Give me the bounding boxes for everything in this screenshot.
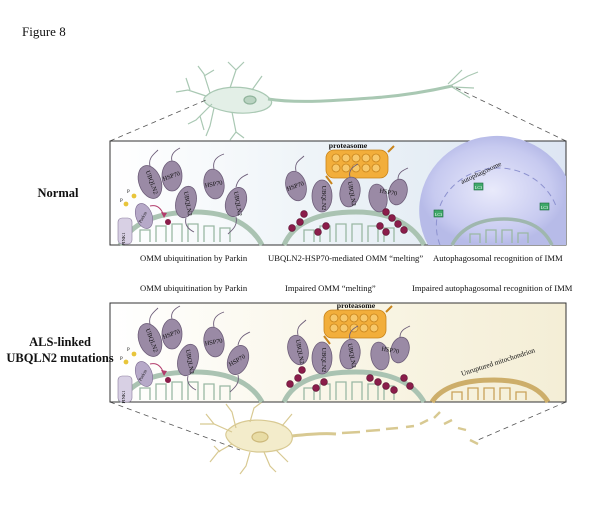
normal-panel: proteasome autophagosome UBQLN2 HSP70 UB… [109, 135, 567, 247]
proteasome [323, 305, 393, 345]
ubqln2-label: UBQLN2 [232, 191, 243, 217]
ubqln2-label: UBQLN2 [184, 349, 195, 375]
hsp70-label: HSP70 [379, 188, 398, 198]
mitochondrion-cristae [139, 223, 529, 243]
normal-neuron [175, 61, 479, 141]
ubiquitin-chains [288, 208, 408, 236]
ubqln2-label: UBQLN2 [320, 348, 327, 373]
zoom-lines [109, 85, 567, 451]
hsp70-label: HSP70 [204, 338, 223, 348]
autophagosome [419, 135, 566, 246]
caption-normal-2: UBQLN2-HSP70-mediated OMM “melting” [268, 253, 424, 263]
als-panel: proteasome Unruptured mitochondrion UBQL… [109, 301, 567, 404]
als-neuron [200, 401, 479, 475]
ubqln2-label: UBQLN2 [346, 343, 357, 369]
ubqln2-hsp70-complexes [137, 318, 410, 377]
proteasome-label: proteasome [329, 141, 368, 150]
phospho-label: P [120, 357, 123, 362]
ubqln2-label: UBQLN2 [182, 191, 193, 217]
figure-title: Figure 8 [22, 24, 66, 39]
pink1-parkin [117, 193, 171, 245]
lc3-label: LC3 [475, 185, 482, 190]
hsp70-label: HSP70 [381, 346, 400, 356]
parkin-label: Parkin [138, 210, 149, 223]
row-label-als-line1: ALS-linked [29, 335, 91, 349]
lc3-tags [433, 182, 550, 218]
phospho-label: P [120, 199, 123, 204]
proteasome-label: proteasome [337, 301, 376, 310]
row-label-als: ALS-linked UBQLN2 mutations [4, 334, 116, 366]
ubqln2-label: UBQLN2 [294, 339, 305, 365]
caption-normal-1: OMM ubiquitination by Parkin [140, 253, 248, 263]
caption-als-2: Impaired OMM “melting” [285, 283, 376, 293]
pink1-label: PINK1 [121, 232, 126, 246]
protein-tails [149, 147, 409, 235]
proteasome [325, 145, 395, 185]
caption-normal-3: Autophagosomal recognition of IMM [433, 253, 563, 263]
lc3-label: LC3 [435, 212, 442, 217]
ubqln2-label: UBQLN2 [320, 186, 327, 211]
mitochondrion-cristae [139, 381, 527, 400]
protein-tails [149, 305, 411, 393]
ubiquitin-chains [286, 366, 414, 394]
phospho-label: P [127, 348, 130, 353]
phospho-label: P [127, 190, 130, 195]
ubqln2-label: UBQLN2 [346, 181, 357, 207]
caption-als-1: OMM ubiquitination by Parkin [140, 283, 248, 293]
row-label-normal: Normal [37, 186, 79, 200]
caption-als-3: Impaired autophagosomal recognition of I… [412, 283, 573, 293]
ubqln2-hsp70-complexes [137, 160, 408, 219]
hsp70-label: HSP70 [204, 180, 223, 190]
parkin-label: Parkin [138, 368, 149, 381]
lc3-label: LC3 [541, 205, 548, 210]
row-label-als-line2: UBQLN2 mutations [6, 351, 114, 365]
pink1-label: PINK1 [121, 390, 126, 404]
pink1-parkin [117, 351, 171, 403]
mitochondrion [117, 209, 554, 247]
